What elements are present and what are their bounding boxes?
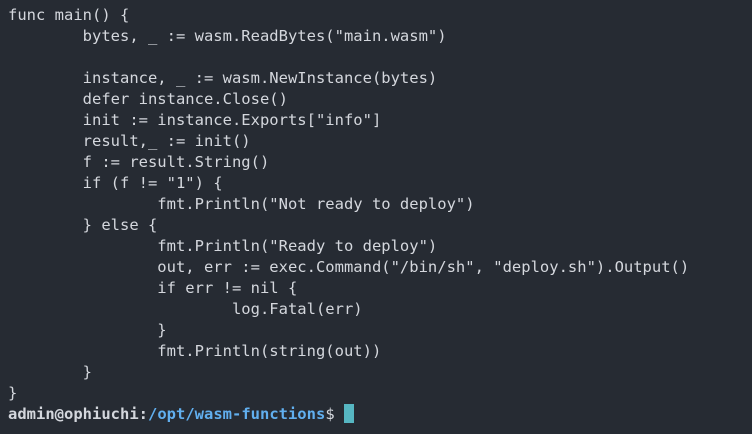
code-line bbox=[8, 47, 744, 68]
code-line: } bbox=[8, 363, 92, 381]
code-line: f := result.String() bbox=[8, 153, 270, 171]
code-line: init := instance.Exports["info"] bbox=[8, 111, 382, 129]
code-line: } else { bbox=[8, 216, 158, 234]
terminal-output: func main() { bytes, _ := wasm.ReadBytes… bbox=[8, 5, 744, 404]
code-line: out, err := exec.Command("/bin/sh", "dep… bbox=[8, 258, 690, 276]
code-line: bytes, _ := wasm.ReadBytes("main.wasm") bbox=[8, 27, 447, 45]
code-line: instance, _ := wasm.NewInstance(bytes) bbox=[8, 69, 438, 87]
prompt-path: /opt/wasm-functions bbox=[148, 405, 326, 423]
code-line: result,_ := init() bbox=[8, 132, 251, 150]
code-line: if err != nil { bbox=[8, 279, 298, 297]
code-line: } bbox=[8, 321, 167, 339]
code-line: func main() { bbox=[8, 6, 130, 24]
code-line: log.Fatal(err) bbox=[8, 300, 363, 318]
prompt-user-host: admin@ophiuchi bbox=[8, 405, 139, 423]
code-line: fmt.Println(string(out)) bbox=[8, 342, 382, 360]
terminal-cursor bbox=[343, 404, 354, 423]
code-line: if (f != "1") { bbox=[8, 174, 223, 192]
code-line: defer instance.Close() bbox=[8, 90, 288, 108]
prompt-symbol: $ bbox=[325, 405, 335, 423]
code-line: } bbox=[8, 384, 18, 402]
code-line: fmt.Println("Ready to deploy") bbox=[8, 237, 438, 255]
shell-prompt: admin@ophiuchi:/opt/wasm-functions$ bbox=[8, 404, 744, 425]
code-line: fmt.Println("Not ready to deploy") bbox=[8, 195, 475, 213]
prompt-colon: : bbox=[138, 405, 148, 423]
